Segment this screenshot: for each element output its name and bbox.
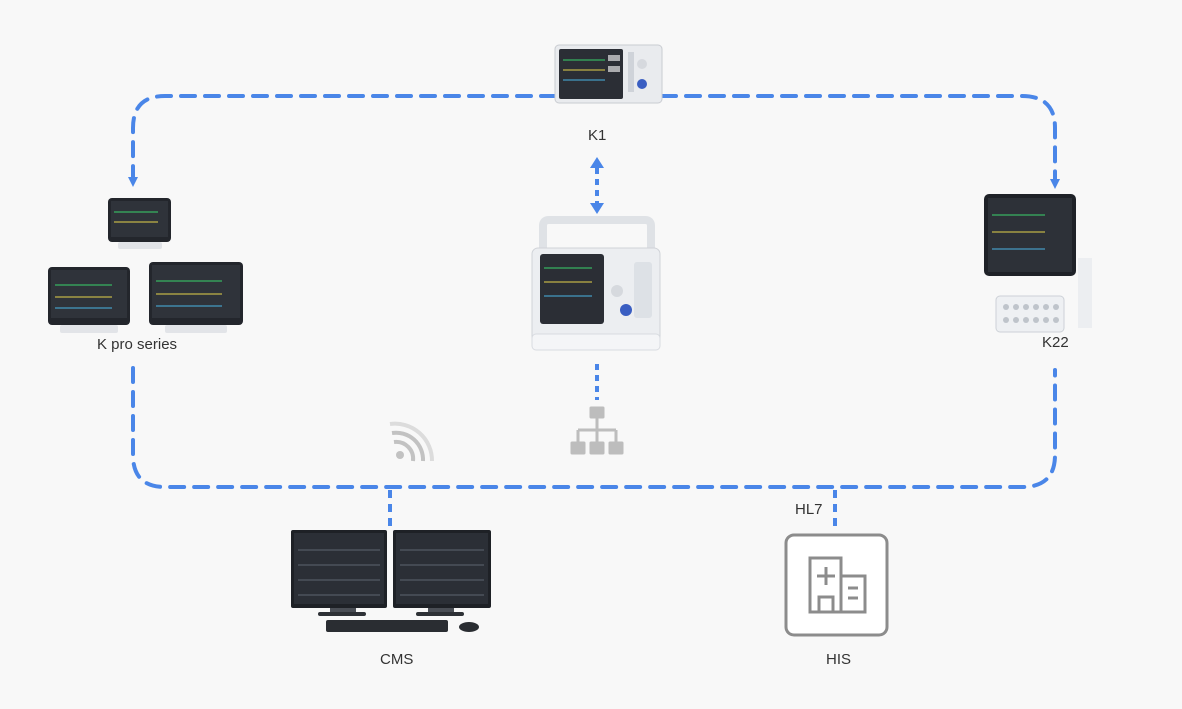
cms-workstation-image [291,530,491,632]
k1-monitor-image [554,44,663,104]
cms-label: CMS [380,651,414,668]
wifi-icon [389,421,435,462]
k-pro-series-label: K pro series [97,336,178,353]
transport-monitor-image [531,216,661,351]
link-top-ring-right [660,94,1060,189]
hospital-icon [784,533,889,637]
k-pro-series-image [48,198,243,333]
k1-label: K1 [588,127,607,144]
network-topology-icon [570,406,624,455]
hl7-label: HL7 [795,501,823,518]
k22-label: K22 [1042,334,1069,351]
k22-monitor-image [984,194,1092,333]
arrow-up-k1 [590,157,604,168]
his-label: HIS [826,651,852,668]
link-top-ring [128,94,557,187]
arrow-down-transport [590,203,604,214]
link-bottom-ring [131,366,1057,489]
